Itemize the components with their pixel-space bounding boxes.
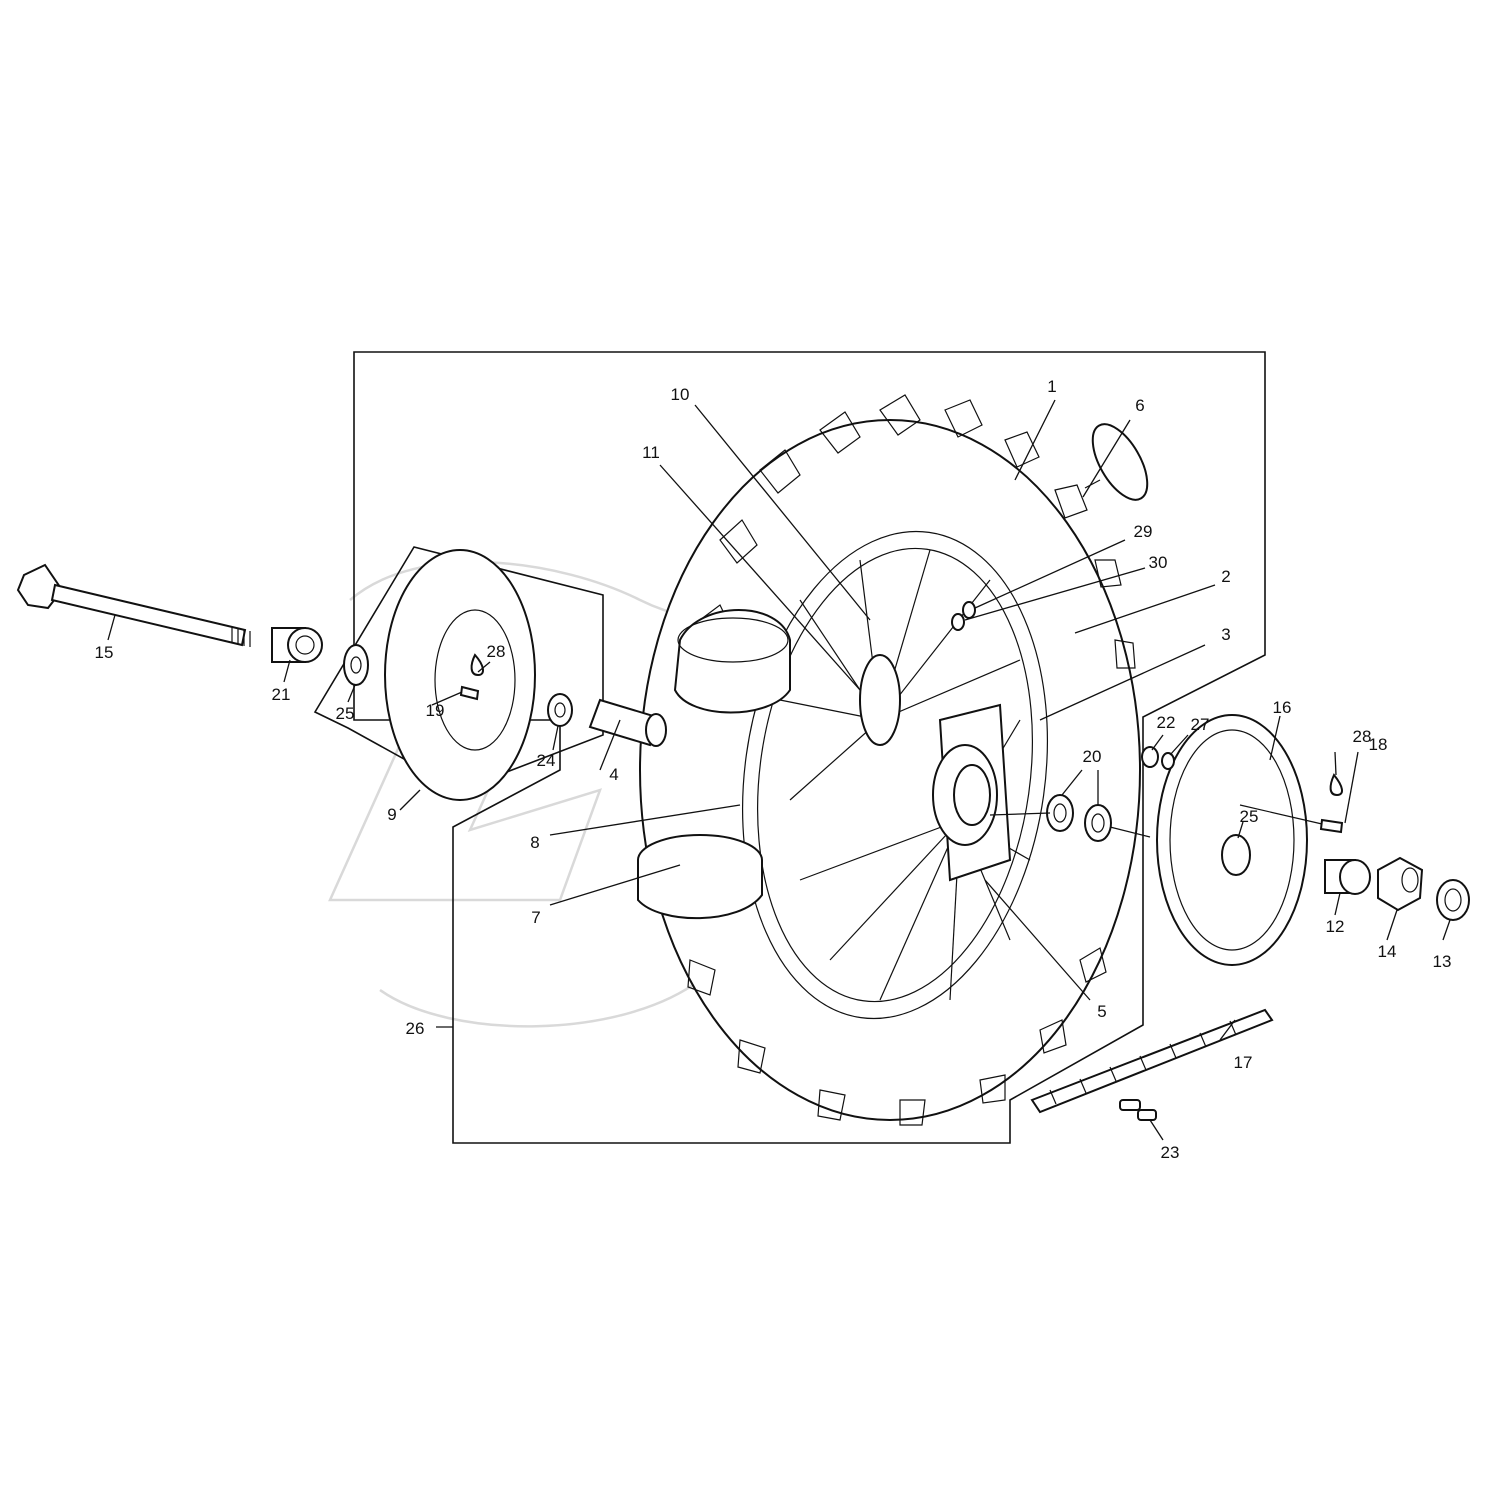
callout-27: 27 xyxy=(1191,715,1210,734)
callout-10: 10 xyxy=(671,385,690,404)
nipple-30 xyxy=(951,613,965,631)
rim-band-7 xyxy=(637,834,763,920)
callout-3: 3 xyxy=(1221,625,1230,644)
callout-28-right: 28 xyxy=(1353,727,1372,746)
callout-28-left: 28 xyxy=(487,642,506,661)
callout-26: 26 xyxy=(406,1019,425,1038)
rim-inner xyxy=(756,547,1034,1003)
callout-18: 18 xyxy=(1369,735,1388,754)
callout-22: 22 xyxy=(1157,713,1176,732)
sprocket-screw-18 xyxy=(1319,818,1344,834)
axle-nut-14 xyxy=(1377,856,1424,912)
callout-1: 1 xyxy=(1047,377,1056,396)
washer-27 xyxy=(1161,752,1175,770)
callout-23: 23 xyxy=(1161,1143,1180,1162)
master-link-23 xyxy=(1119,1099,1157,1121)
callout-2: 2 xyxy=(1221,567,1230,586)
callout-21: 21 xyxy=(272,685,291,704)
spacer-21 xyxy=(271,627,323,663)
callout-20: 20 xyxy=(1083,747,1102,766)
callout-14: 14 xyxy=(1378,942,1397,961)
bearing-24 xyxy=(547,693,573,727)
hub xyxy=(859,654,1012,882)
rim-lock-6 xyxy=(1084,423,1149,501)
callout-12: 12 xyxy=(1326,917,1345,936)
callout-7: 7 xyxy=(531,908,540,927)
inner-tube-8 xyxy=(673,609,791,714)
rim xyxy=(741,530,1049,1020)
sprocket-16 xyxy=(1156,714,1308,966)
axle-15 xyxy=(16,563,251,647)
tyre-tread xyxy=(687,394,1136,1126)
axle-cap-13 xyxy=(1436,879,1470,921)
nut-22 xyxy=(1141,746,1159,768)
callout-labels: 1 2 3 4 5 6 7 8 9 10 11 12 13 14 15 16 1… xyxy=(95,377,1452,1162)
callout-24: 24 xyxy=(537,751,556,770)
bearings-20 xyxy=(1046,794,1112,842)
sprocket-screw-axis xyxy=(1239,804,1323,825)
brake-disc-9 xyxy=(384,549,536,801)
callout-25-right: 25 xyxy=(1240,807,1259,826)
callout-8: 8 xyxy=(530,833,539,852)
callout-30: 30 xyxy=(1149,553,1168,572)
chain-17 xyxy=(1030,1008,1274,1114)
spacer-4 xyxy=(588,698,667,747)
callout-4: 4 xyxy=(609,765,618,784)
callout-11: 11 xyxy=(642,443,660,462)
callout-19: 19 xyxy=(426,701,445,720)
callout-5: 5 xyxy=(1097,1002,1106,1021)
callout-6: 6 xyxy=(1135,396,1144,415)
tyre xyxy=(639,419,1141,1121)
callout-9: 9 xyxy=(387,805,396,824)
callout-17: 17 xyxy=(1234,1053,1253,1072)
threadlock-28-right xyxy=(1329,773,1343,797)
nipple-29 xyxy=(962,601,976,619)
callout-16: 16 xyxy=(1273,698,1292,717)
spacer-12 xyxy=(1324,859,1371,895)
callout-15: 15 xyxy=(95,643,114,662)
leader-lines xyxy=(107,399,1451,1141)
disc-carrier-25 xyxy=(343,644,369,686)
wheel-assembly xyxy=(639,394,1141,1126)
callout-29: 29 xyxy=(1134,522,1153,541)
callout-13: 13 xyxy=(1433,952,1452,971)
callout-25-left: 25 xyxy=(336,704,355,723)
